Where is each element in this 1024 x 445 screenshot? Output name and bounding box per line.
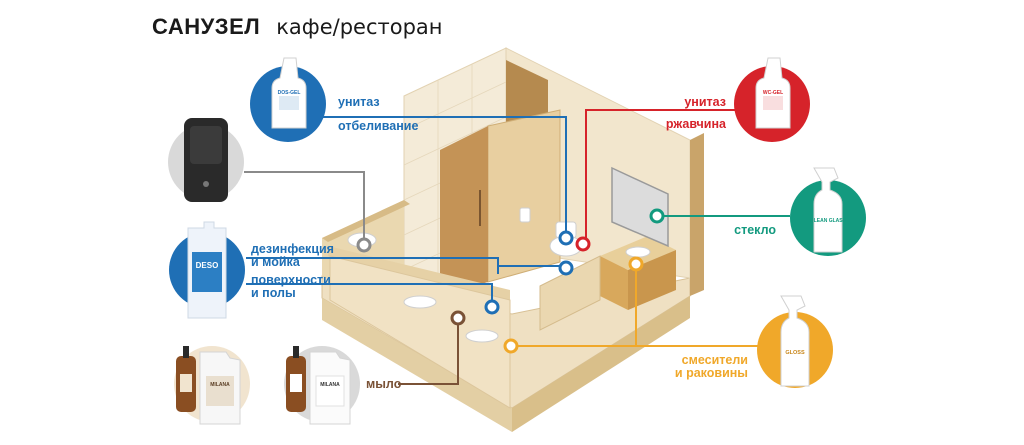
product-dos-gel: DOS-GEL: [250, 57, 326, 142]
mirror: [611, 166, 669, 248]
vanity-sink: [625, 246, 651, 258]
label-glass: стекло: [734, 223, 776, 237]
room-base-front: [322, 298, 512, 432]
dot-gray-basin: [356, 237, 372, 253]
dot-blue-floor: [558, 260, 574, 276]
dot-yellow-sink: [503, 338, 519, 354]
product-label-milana: MILANA: [320, 382, 340, 388]
stall-door: [440, 126, 488, 296]
label-toilet-whitening-2: отбеливание: [338, 119, 419, 133]
label-faucets-1: смесители: [681, 353, 748, 367]
dot-red-toilet: [575, 236, 591, 252]
line-red-toilet: [585, 109, 735, 243]
product-gloss: GLOSS: [757, 295, 833, 388]
toilet-paper-holder: [519, 207, 531, 223]
product-clean-glass: CLEAN GLASS: [790, 167, 866, 256]
room-left-wall-top: [322, 200, 410, 242]
label-soap: мыло: [366, 377, 402, 391]
page-title: САНУЗЕЛ кафе/ресторан: [152, 14, 443, 40]
sink-bowl: [403, 295, 437, 309]
title-main: САНУЗЕЛ: [152, 14, 261, 39]
front-counter: [329, 255, 511, 409]
product-soap-dispenser: [168, 118, 244, 202]
product-label-clean-glass: CLEAN GLASS: [810, 218, 847, 224]
sink-bowl: [465, 329, 499, 343]
line-blue-disinfection: [246, 257, 499, 274]
room-base-right: [512, 296, 690, 432]
product-label-deso: DESO: [196, 261, 219, 270]
connector-lines: [244, 109, 790, 385]
line-blue-surfaces: [246, 283, 493, 306]
product-label-wc-gel: WC-GEL: [763, 90, 783, 96]
dot-blue-toilet: [558, 230, 574, 246]
room-right-wall-edge: [690, 133, 704, 296]
label-disinfection-1: дезинфекция: [251, 242, 334, 256]
line-brown-soap: [398, 320, 459, 385]
label-disinfection-2: и мойка: [251, 255, 300, 269]
product-wc-gel: WC-GEL: [734, 57, 810, 142]
line-blue-toilet: [320, 116, 567, 237]
product-label-gloss: GLOSS: [785, 350, 805, 356]
dot-yellow-vanity: [628, 256, 644, 272]
label-toilet-rust-1: унитаз: [684, 95, 726, 109]
product-milana-set-2: MILANA: [284, 346, 360, 425]
product-label-dos-gel: DOS-GEL: [278, 90, 301, 96]
connector-dots: [356, 208, 665, 354]
dot-teal-mirror: [649, 208, 665, 224]
label-surfaces-2: и полы: [251, 286, 296, 300]
product-label-milana: MILANA: [210, 382, 230, 388]
label-faucets-2: и раковины: [674, 366, 748, 380]
inner-partition: [539, 255, 601, 331]
line-gray-dispenser: [244, 171, 365, 244]
product-milana-set-1: MILANA: [174, 346, 250, 425]
dot-blue-counter: [484, 299, 500, 315]
vanity-cabinet: [600, 256, 628, 310]
product-deso: DESO: [169, 221, 245, 319]
stall-side-panel: [487, 109, 561, 283]
label-surfaces-1: поверхности: [251, 273, 331, 287]
title-sub: кафе/ресторан: [276, 15, 443, 39]
front-counter-top: [328, 246, 510, 300]
label-toilet-whitening-1: унитаз: [338, 95, 380, 109]
dot-brown-sink: [450, 310, 466, 326]
label-toilet-rust-2: ржавчина: [665, 117, 726, 131]
